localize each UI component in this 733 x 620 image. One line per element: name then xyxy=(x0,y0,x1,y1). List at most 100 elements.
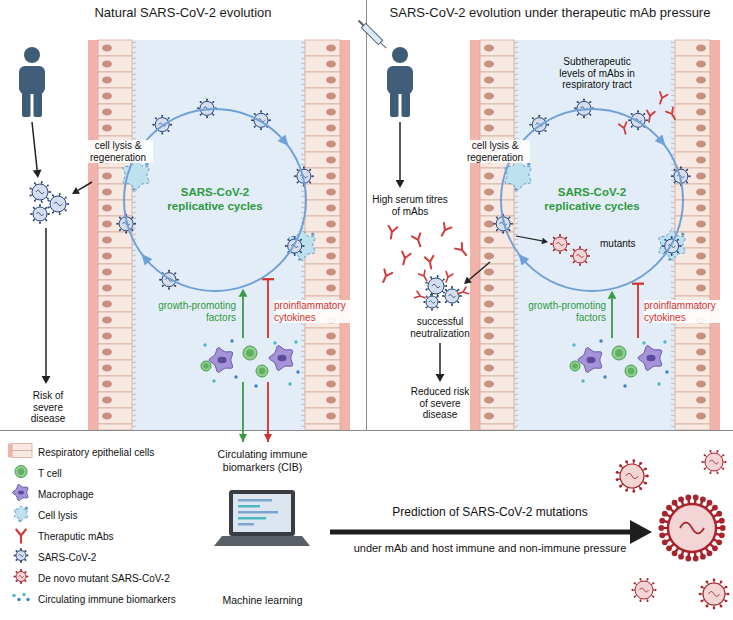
spike-tip xyxy=(49,191,51,193)
cycle-label: SARS-CoV-2 replicative cycles xyxy=(153,186,278,214)
biomarker-connector xyxy=(267,430,269,442)
cilium xyxy=(671,410,675,411)
cell-nucleus xyxy=(102,93,112,100)
spike-tip xyxy=(625,489,628,492)
cilium xyxy=(301,164,305,165)
cilium xyxy=(132,420,136,421)
spike-tip xyxy=(545,117,547,119)
epithelial-cell xyxy=(98,120,132,136)
spike-tip xyxy=(659,532,665,538)
cell-nucleus xyxy=(696,253,706,260)
epithelial-cell xyxy=(98,424,132,430)
cilium xyxy=(301,324,305,325)
virus-rna xyxy=(680,523,704,534)
spike-tip xyxy=(583,116,585,118)
cell-nucleus xyxy=(484,365,494,372)
epithelial-cell xyxy=(98,56,132,72)
cilium xyxy=(514,106,518,107)
antibody xyxy=(419,270,430,282)
spike-tip xyxy=(174,285,176,287)
cilium xyxy=(301,106,305,107)
cell-nucleus xyxy=(326,189,336,196)
cilium xyxy=(671,367,675,368)
cilium xyxy=(671,362,675,363)
cilium xyxy=(514,314,518,315)
spike-tip xyxy=(294,175,296,177)
cell-nucleus xyxy=(102,237,112,244)
biomarker-dot xyxy=(603,375,606,378)
spike-tip xyxy=(29,187,31,189)
cilium xyxy=(514,287,518,288)
spike-tip xyxy=(672,500,678,506)
epithelial-cell xyxy=(305,360,340,376)
cilium xyxy=(514,415,518,416)
annotation: growth-promoting factors xyxy=(146,300,236,323)
spike-tip xyxy=(619,464,622,467)
t-cell-nucleus xyxy=(18,468,25,475)
cilium xyxy=(132,308,136,309)
spike-tip xyxy=(671,236,673,238)
cilium xyxy=(671,63,675,64)
cell-nucleus xyxy=(696,205,706,212)
panel-divider xyxy=(366,0,367,430)
cilium xyxy=(514,191,518,192)
cilium xyxy=(132,42,136,43)
node-caption: Machine learning xyxy=(205,594,320,607)
spike-tip xyxy=(529,124,531,126)
arrow-head xyxy=(436,374,445,382)
spike-tip xyxy=(577,101,579,103)
spike-tip xyxy=(643,113,645,115)
cell-nucleus xyxy=(326,109,336,116)
legend-text: Theraputic mAbs xyxy=(38,531,114,542)
spike-tip xyxy=(662,539,668,545)
cilium xyxy=(514,63,518,64)
spike-tip xyxy=(712,545,718,551)
virus-rna xyxy=(709,592,720,597)
spike-tip xyxy=(639,578,641,580)
cilium xyxy=(671,340,675,341)
spike-tip xyxy=(297,182,299,184)
epithelial-cell xyxy=(98,248,132,264)
arrow xyxy=(464,262,490,284)
spike-tip xyxy=(632,490,635,493)
cell-nucleus xyxy=(484,61,494,68)
arrow-shaft xyxy=(330,530,630,535)
cilium xyxy=(514,84,518,85)
epithelial-cell xyxy=(98,360,132,376)
spike-tip xyxy=(568,243,570,245)
cell-nucleus xyxy=(326,141,336,148)
epithelial-cell xyxy=(98,232,132,248)
cell-nucleus xyxy=(102,61,112,68)
epithelial-cell xyxy=(98,72,132,88)
spike-tip xyxy=(654,589,656,591)
spike-tip xyxy=(677,251,679,253)
cell-nucleus xyxy=(696,413,706,420)
epithelial-cell xyxy=(480,72,514,88)
virus-envelope xyxy=(426,296,438,308)
cilium xyxy=(671,404,675,405)
arrow-head xyxy=(72,187,80,194)
cilium xyxy=(132,255,136,256)
spike-tip xyxy=(713,579,716,582)
spike-tip xyxy=(652,596,654,598)
cilium xyxy=(301,367,305,368)
spike-tip xyxy=(716,539,722,545)
virus xyxy=(30,204,50,224)
virus-rna xyxy=(432,284,440,288)
virus-envelope xyxy=(445,289,459,303)
cilium xyxy=(671,335,675,336)
spike-tip xyxy=(287,239,289,241)
spike-tip xyxy=(706,580,709,583)
arrow xyxy=(608,291,617,338)
epithelial-cell xyxy=(98,296,132,312)
cilium xyxy=(132,58,136,59)
antibody xyxy=(399,252,411,266)
epithelial-cell xyxy=(675,104,710,120)
cell-nucleus xyxy=(102,269,112,276)
spike-tip xyxy=(59,193,61,195)
cell-nucleus xyxy=(696,397,706,404)
spike-tip xyxy=(634,582,636,584)
epithelial-cell xyxy=(305,56,340,72)
spike-tip xyxy=(585,261,587,263)
cilium xyxy=(132,367,136,368)
